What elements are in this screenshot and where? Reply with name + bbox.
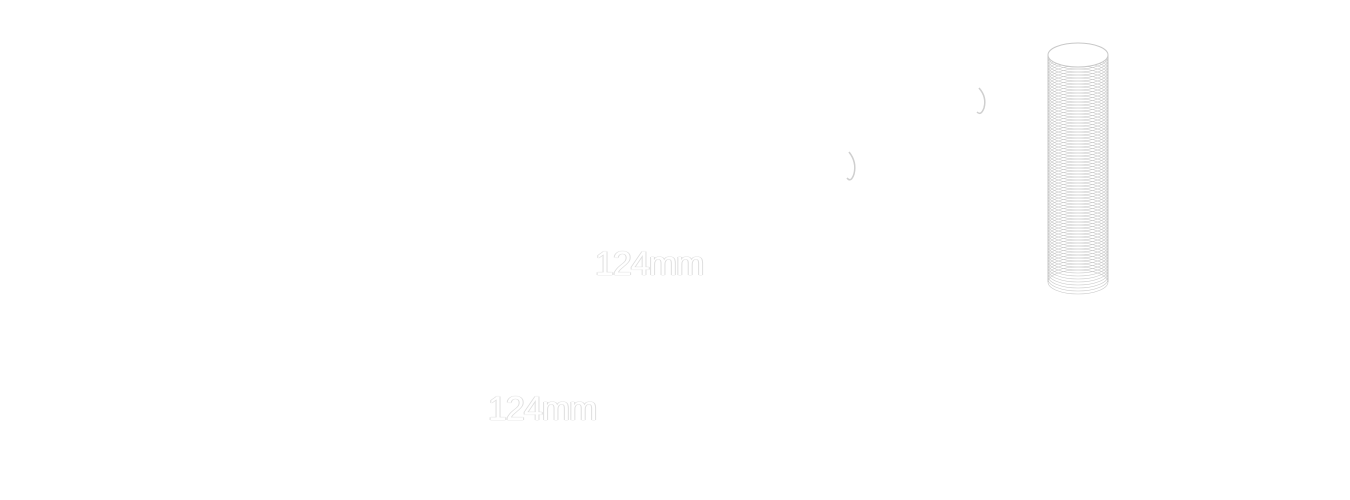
hook-mark-lower bbox=[846, 151, 856, 181]
stacked-cylinder bbox=[1047, 42, 1109, 295]
cylinder-top-cap bbox=[1047, 42, 1109, 68]
upper-dimension-label: 124mm bbox=[595, 245, 704, 283]
lower-dimension-label: 124mm bbox=[488, 390, 597, 428]
hook-mark-upper bbox=[976, 87, 986, 115]
